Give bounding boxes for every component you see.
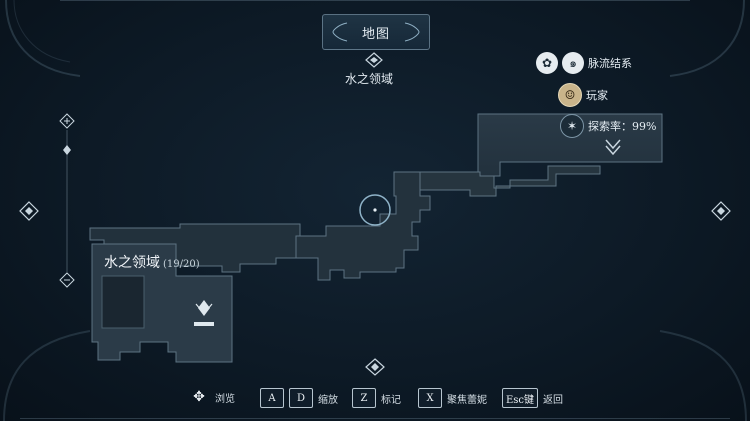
map-area-label: 水之领域(19/20) xyxy=(104,252,200,272)
zoom-thumb xyxy=(63,145,71,155)
corner-ornament-top-left xyxy=(5,0,81,77)
map-chamber xyxy=(101,275,145,329)
legend-item-player: ☺ 玩家 xyxy=(558,83,608,107)
corner-ornament-bottom-right xyxy=(659,330,747,421)
legend-item-ley-lines: ✿ ๑ 脉流结系 xyxy=(536,52,632,74)
player-position-dot xyxy=(373,208,377,212)
swirl-icon: ๑ xyxy=(562,52,584,74)
key-d: D xyxy=(289,388,313,408)
key-z: Z xyxy=(352,388,376,408)
right-diamond-icon xyxy=(711,201,731,221)
corner-ornament-bottom-left xyxy=(3,330,91,421)
player-portrait-icon: ☺ xyxy=(558,83,582,107)
tree-icon: ✿ xyxy=(536,52,558,74)
player-focus-ring xyxy=(359,194,391,226)
map-room-middle xyxy=(295,171,431,281)
control-focus[interactable]: X 聚焦蕾妮 xyxy=(418,388,487,408)
zoom-slider[interactable] xyxy=(58,112,76,290)
prev-page-button[interactable] xyxy=(18,200,40,222)
control-browse[interactable]: ✥ 浏览 xyxy=(188,388,235,406)
region-name: 水之领域 xyxy=(345,72,394,86)
key-a: A xyxy=(260,388,284,408)
next-page-button[interactable] xyxy=(710,200,732,222)
corner-ornament-top-right xyxy=(669,0,745,77)
title-ornament-left-icon xyxy=(332,22,348,42)
page-title: 地图 xyxy=(361,26,390,42)
zoom-in-icon xyxy=(59,113,75,129)
key-esc: Esc键 xyxy=(502,388,539,408)
legend-label-ley-lines: 脉流结系 xyxy=(588,57,632,70)
control-back-label: 返回 xyxy=(543,394,564,406)
frame-bottom-line xyxy=(20,418,730,419)
exploration-rate: 探索率：99% xyxy=(588,120,657,133)
control-browse-label: 浏览 xyxy=(215,393,235,405)
control-zoom[interactable]: A D 缩放 xyxy=(260,388,338,408)
control-back[interactable]: Esc键 返回 xyxy=(502,388,563,408)
map-area-name: 水之领域 xyxy=(104,255,160,271)
key-x: X xyxy=(418,388,442,408)
region-diamond-icon xyxy=(365,52,383,68)
left-diamond-icon xyxy=(19,201,39,221)
map-title-tab: 地图 xyxy=(322,14,430,50)
frame-top-line xyxy=(60,0,690,1)
chevron-down-icon[interactable] xyxy=(604,138,622,158)
legend-label-player: 玩家 xyxy=(586,89,608,102)
compass-star-icon: ✶ xyxy=(560,114,584,138)
title-ornament-right-icon xyxy=(404,22,420,42)
shrine-marker-icon xyxy=(194,300,214,326)
control-zoom-label: 缩放 xyxy=(318,394,338,406)
control-mark[interactable]: Z 标记 xyxy=(352,388,401,408)
legend-item-exploration: ✶ 探索率：99% xyxy=(560,114,656,138)
dpad-icon: ✥ xyxy=(193,389,205,405)
control-mark-label: 标记 xyxy=(381,394,401,406)
map-room-lower-left xyxy=(91,243,233,363)
map-area-progress: (19/20) xyxy=(163,259,200,270)
control-focus-label: 聚焦蕾妮 xyxy=(447,394,487,406)
zoom-out-icon xyxy=(59,272,75,288)
bottom-ornament-icon xyxy=(365,358,385,376)
